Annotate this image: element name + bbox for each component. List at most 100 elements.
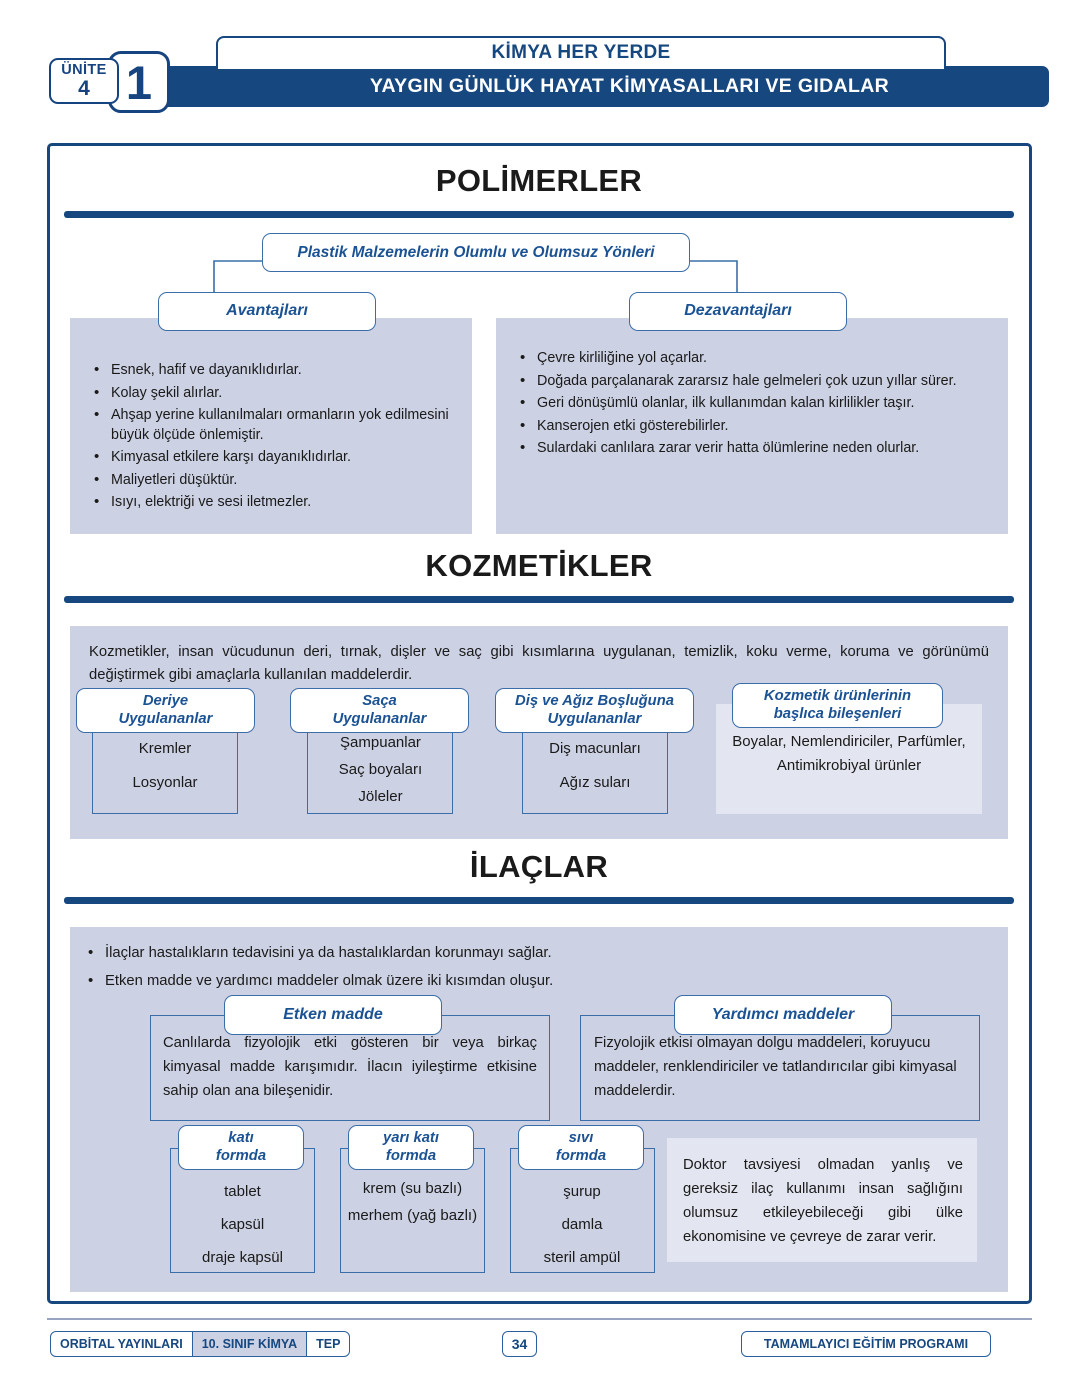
- chapter-subtitle: KİMYA HER YERDE: [491, 41, 671, 63]
- list-item: Diş macunları: [549, 740, 641, 757]
- list-item: Ağız suları: [559, 774, 631, 791]
- list-item: Doğada parçalanarak zararsız hale gelmel…: [516, 371, 994, 392]
- components-text: Boyalar, Nemlendiriciler, Parfümler, Ant…: [732, 733, 966, 774]
- list-item: Sulardaki canlılara zarar verir hatta öl…: [516, 438, 994, 459]
- disadvantages-list: Çevre kirliliğine yol açarlar. Doğada pa…: [516, 348, 994, 462]
- kozmetikler-intro: Kozmetikler, insan vücudunun deri, tırna…: [89, 644, 989, 683]
- unit-label: ÜNİTE: [61, 62, 107, 78]
- yardimci-maddeler-label: Yardımcı maddeler: [711, 1005, 855, 1023]
- diagram-root-box: Plastik Malzemelerin Olumlu ve Olumsuz Y…: [262, 233, 690, 272]
- list-item: Jöleler: [358, 788, 403, 805]
- yardimci-maddeler-text: Fizyolojik etkisi olmayan dolgu maddeler…: [594, 1035, 957, 1099]
- section-title-ilaclar: İLAÇLAR: [469, 849, 609, 884]
- category-items-deriye: Kremler Losyonlar: [92, 732, 238, 800]
- footer-course: 10. SINIF KİMYA: [191, 1332, 308, 1356]
- footer-program-short: TEP: [316, 1337, 341, 1351]
- warning-text: Doktor tavsiyesi olmadan yanlış ve gerek…: [683, 1157, 963, 1245]
- diagram-root-label: Plastik Malzemelerin Olumlu ve Olumsuz Y…: [297, 243, 655, 261]
- etken-madde-text: Canlılarda fizyolojik etki gösteren bir …: [163, 1035, 537, 1099]
- list-item: Ahşap yerine kullanılmaları ormanların y…: [90, 405, 456, 445]
- list-item: merhem (yağ bazlı): [347, 1207, 478, 1224]
- advantages-label: Avantajları: [226, 302, 308, 320]
- disadvantages-label: Dezavantajları: [684, 302, 792, 320]
- disadvantages-label-box: Dezavantajları: [629, 292, 847, 331]
- list-item: draje kapsül: [202, 1249, 283, 1266]
- chapter-number-badge: 1: [108, 51, 170, 113]
- etken-madde-label: Etken madde: [283, 1005, 383, 1023]
- unit-number: 4: [78, 77, 90, 100]
- list-item: Kremler: [138, 740, 192, 757]
- advantages-list: Esnek, hafif ve dayanıklıdırlar. Kolay ş…: [90, 360, 456, 516]
- list-item: Kanserojen etki gösterebilirler.: [516, 416, 994, 437]
- footer-program-pill: TAMAMLAYICI EĞİTİM PROGRAMI: [741, 1331, 991, 1357]
- list-item: Geri dönüşümlü olanlar, ilk kullanımdan …: [516, 393, 994, 414]
- list-item: tablet: [224, 1183, 261, 1200]
- chapter-title: YAYGIN GÜNLÜK HAYAT KİMYASALLARI VE GIDA…: [369, 75, 890, 97]
- list-item: İlaçlar hastalıkların tedavisini ya da h…: [84, 940, 984, 966]
- chapter-title-bar: [150, 66, 1049, 107]
- warning-box: [667, 1138, 977, 1262]
- list-item: Kimyasal etkilere karşı dayanıklıdırlar.: [90, 447, 456, 468]
- category-items-dis-agiz: Diş macunları Ağız suları: [507, 732, 683, 800]
- chapter-number: 1: [125, 55, 153, 109]
- section-title-polimerler: POLİMERLER: [435, 163, 643, 198]
- list-item: şurup: [563, 1183, 601, 1200]
- list-item: kapsül: [220, 1216, 265, 1233]
- list-item: Çevre kirliliğine yol açarlar.: [516, 348, 994, 369]
- page-number-badge: 34: [502, 1331, 537, 1357]
- ilaclar-bullets: İlaçlar hastalıkların tedavisini ya da h…: [84, 940, 984, 997]
- etken-madde-label-box: Etken madde: [224, 995, 442, 1035]
- list-item: damla: [561, 1216, 603, 1233]
- kozmetikler-panel: Kozmetikler, insan vücudunun deri, tırna…: [70, 626, 1008, 839]
- list-item: Etken madde ve yardımcı maddeler olmak ü…: [84, 968, 984, 994]
- list-item: Esnek, hafif ve dayanıklıdırlar.: [90, 360, 456, 381]
- content-frame: POLİMERLER Plastik Malzemelerin Olumlu v…: [47, 143, 1032, 1304]
- form-items-sivi: şurup damla steril ampül: [503, 1175, 661, 1274]
- form-items-yari-kati: krem (su bazlı) merhem (yağ bazlı): [335, 1175, 490, 1229]
- footer-program-long: TAMAMLAYICI EĞİTİM PROGRAMI: [763, 1337, 969, 1351]
- list-item: Maliyetleri düşüktür.: [90, 470, 456, 491]
- disadvantages-panel: Çevre kirliliğine yol açarlar. Doğada pa…: [496, 318, 1008, 534]
- list-item: krem (su bazlı): [362, 1180, 463, 1197]
- page-header: KİMYA HER YERDE YAYGIN GÜNLÜK HAYAT KİMY…: [0, 0, 1080, 132]
- section-ilaclar-title-area: İLAÇLAR: [50, 849, 1028, 904]
- footer-divider: [47, 1318, 1032, 1320]
- footer-publisher: ORBİTAL YAYINLARI: [60, 1337, 183, 1351]
- form-items-kati: tablet kapsül draje kapsül: [165, 1175, 320, 1274]
- section-rule: [64, 897, 1014, 904]
- section-polimerler-title-area: POLİMERLER: [50, 163, 1028, 218]
- section-kozmetikler-title-area: KOZMETİKLER: [50, 548, 1028, 603]
- advantages-panel: Esnek, hafif ve dayanıklıdırlar. Kolay ş…: [70, 318, 472, 534]
- ilaclar-panel: İlaçlar hastalıkların tedavisini ya da h…: [70, 927, 1008, 1292]
- list-item: Saç boyaları: [338, 761, 423, 778]
- footer-publisher-pill: ORBİTAL YAYINLARI 10. SINIF KİMYA TEP: [50, 1331, 351, 1357]
- advantages-label-box: Avantajları: [158, 292, 376, 331]
- list-item: Şampuanlar: [340, 734, 421, 751]
- page-number: 34: [511, 1336, 528, 1352]
- yardimci-maddeler-label-box: Yardımcı maddeler: [674, 995, 892, 1035]
- list-item: steril ampül: [543, 1249, 621, 1266]
- section-title-kozmetikler: KOZMETİKLER: [425, 548, 653, 583]
- list-item: Losyonlar: [132, 774, 198, 791]
- section-rule: [64, 596, 1014, 603]
- category-items-saca: Şampuanlar Saç boyaları Jöleler: [293, 729, 468, 810]
- list-item: Kolay şekil alırlar.: [90, 383, 456, 404]
- unit-badge: ÜNİTE 4: [49, 58, 119, 104]
- section-rule: [64, 211, 1014, 218]
- chapter-subtitle-box: KİMYA HER YERDE: [216, 36, 946, 69]
